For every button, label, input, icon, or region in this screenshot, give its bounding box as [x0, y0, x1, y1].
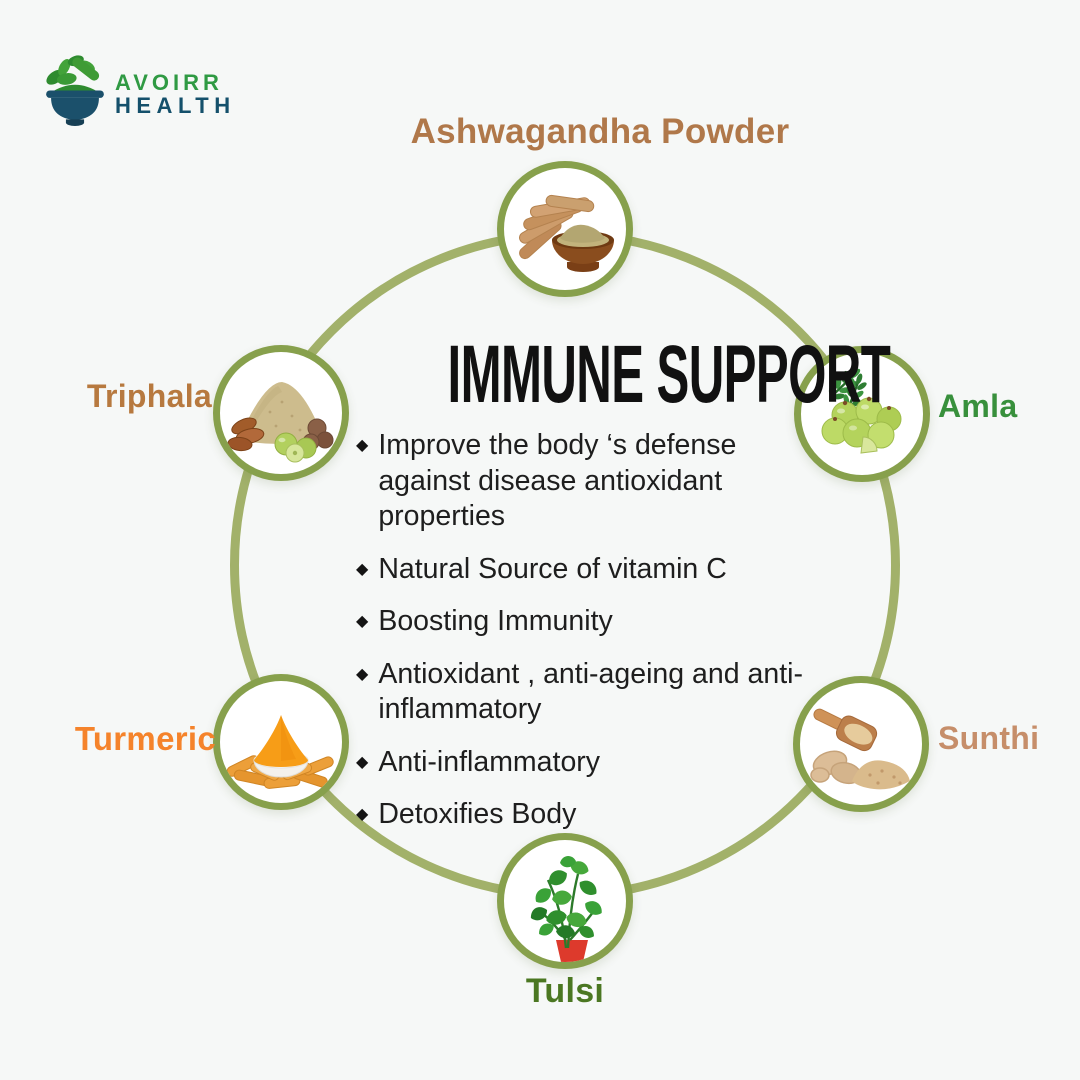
- page-title-wrap: IMMUNE SUPPORT: [300, 328, 891, 422]
- amla-gooseberries-with-leaves-image: [821, 368, 902, 454]
- diamond-bullet-icon: ◆: [356, 613, 369, 630]
- brand-line2: HEALTH: [115, 93, 236, 118]
- node-amla: [794, 346, 930, 482]
- ashwagandha-roots-and-powder-bowl-image: [519, 194, 614, 272]
- triphala-powder-fruits-and-nuts-image: [227, 382, 334, 463]
- turmeric-powder-bowl-and-fingers-image: [226, 715, 334, 789]
- benefit-text: Boosting Immunity: [378, 605, 613, 637]
- node-triphala: [213, 345, 349, 481]
- benefits-list: ◆ Improve the body ‘s defense against dis…: [356, 428, 818, 850]
- label-turmeric: Turmeric: [74, 720, 216, 757]
- benefit-item: ◆ Antioxidant , anti-ageing and anti-infl…: [356, 657, 818, 728]
- label-tulsi: Tulsi: [525, 972, 605, 1010]
- benefit-text: Improve the body ‘s defense against dise…: [378, 429, 737, 532]
- label-ashwagandha: Ashwagandha Powder: [410, 112, 790, 151]
- diamond-bullet-icon: ◆: [356, 806, 369, 823]
- benefit-item: ◆ Natural Source of vitamin C: [356, 552, 818, 588]
- mortar-pestle-herbs-icon: [46, 55, 104, 126]
- label-amla: Amla: [938, 388, 1018, 424]
- page-title: IMMUNE SUPPORT: [447, 329, 891, 420]
- benefit-text: Natural Source of vitamin C: [378, 552, 727, 585]
- dried-ginger-scoop-and-powder-image: [810, 708, 910, 790]
- label-sunthi: Sunthi: [938, 720, 1040, 756]
- brand-line1: AVOIRR: [115, 70, 223, 96]
- benefit-item: ◆ Improve the body ‘s defense against dis…: [356, 428, 818, 535]
- benefit-item: ◆ Boosting Immunity: [356, 604, 818, 640]
- benefit-item: ◆ Detoxifies Body: [356, 797, 818, 833]
- node-ashwagandha: [497, 161, 633, 297]
- brand-logo: AVOIRR HEALTH: [42, 50, 236, 126]
- benefit-text: Antioxidant , anti-ageing and anti-infla…: [378, 657, 803, 726]
- label-triphala: Triphala: [86, 378, 212, 414]
- tulsi-holy-basil-plant-image: [530, 856, 602, 962]
- diamond-bullet-icon: ◆: [356, 753, 369, 771]
- benefit-text: Detoxifies Body: [378, 798, 577, 830]
- brand-name: AVOIRR HEALTH: [115, 70, 236, 118]
- node-sunthi: [793, 676, 929, 812]
- diamond-bullet-icon: ◆: [356, 560, 369, 578]
- node-tulsi: [497, 833, 633, 969]
- benefit-item: ◆ Anti-inflammatory: [356, 745, 818, 781]
- diamond-bullet-icon: ◆: [356, 437, 369, 454]
- diamond-bullet-icon: ◆: [356, 665, 369, 683]
- benefit-text: Anti-inflammatory: [378, 745, 601, 778]
- node-turmeric: [213, 674, 349, 810]
